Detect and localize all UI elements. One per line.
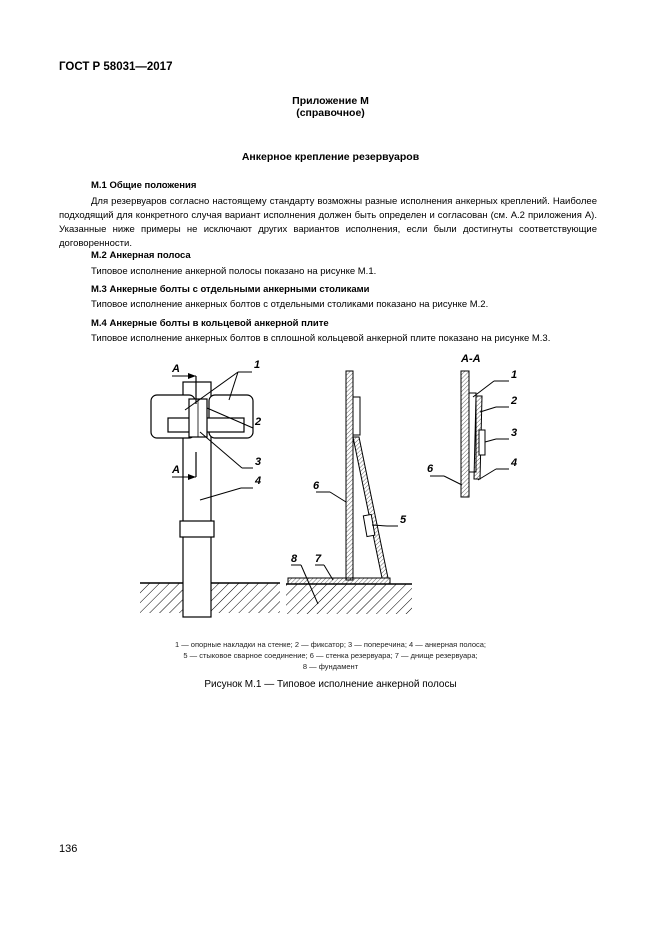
foundation-hatch-middle — [286, 584, 412, 614]
butt-weld-band — [179, 520, 215, 538]
page-title: Анкерное крепление резервуаров — [241, 151, 420, 163]
legend-line: 5 — стыковое сварное соединение; 6 — сте… — [183, 651, 478, 660]
section-letter-top: А — [171, 363, 180, 375]
callout-7-side: 7 — [315, 553, 322, 565]
section-view: А-А 1 2 3 4 6 — [427, 353, 517, 498]
section-heading-m3: М.3 Анкерные болты с отдельными анкерным… — [91, 284, 370, 295]
callout-1-front: 1 — [254, 359, 260, 371]
section-heading-m2: М.2 Анкерная полоса — [91, 250, 191, 261]
standard-header: ГОСТ Р 58031—2017 — [59, 61, 173, 73]
callout-3-front: 3 — [255, 456, 261, 468]
callout-2-section: 2 — [510, 395, 517, 407]
side-view: 6 5 8 7 — [286, 370, 412, 614]
appendix-subtitle: (справочное) — [296, 107, 365, 119]
section-paragraph-m3: Типовое исполнение анкерных болтов с отд… — [91, 299, 489, 310]
section-letter-bottom: А — [171, 464, 180, 476]
callout-1-section: 1 — [511, 369, 517, 381]
callout-4-section: 4 — [510, 457, 517, 469]
section-heading-m4: М.4 Анкерные болты в кольцевой анкерной … — [91, 318, 329, 329]
section-paragraph-m2: Типовое исполнение анкерной полосы показ… — [91, 266, 377, 277]
anchor-strip-side — [352, 436, 389, 579]
callout-4-front: 4 — [254, 475, 261, 487]
callout-5-side: 5 — [400, 514, 407, 526]
appendix-title: Приложение М — [292, 95, 369, 107]
front-view: А А 1 2 3 4 — [140, 359, 280, 618]
tank-wall-section — [460, 370, 470, 498]
callout-8-side: 8 — [291, 553, 298, 565]
figure-caption: Рисунок М.1 — Типовое исполнение анкерно… — [204, 679, 457, 690]
section-paragraph-m4: Типовое исполнение анкерных болтов в спл… — [91, 333, 551, 344]
tank-wall — [345, 370, 354, 581]
callout-6-side: 6 — [313, 480, 320, 492]
crossbar-section — [478, 429, 486, 456]
wall-pad-side — [352, 396, 361, 436]
section-paragraph-m1: Для резервуаров согласно настоящему стан… — [59, 196, 597, 249]
section-heading-m1: М.1 Общие положения — [91, 180, 197, 191]
appendix-heading: Приложение М (справочное) — [0, 95, 661, 119]
callout-3-section: 3 — [511, 427, 517, 439]
figure-legend: 1 — опорные накладки на стенке; 2 — фикс… — [0, 639, 661, 672]
callout-2-front: 2 — [254, 416, 261, 428]
section-label: А-А — [460, 353, 481, 365]
callout-6-section: 6 — [427, 463, 434, 475]
page-number: 136 — [59, 843, 78, 855]
legend-line: 8 — фундамент — [302, 662, 359, 671]
tank-bottom — [287, 577, 391, 585]
legend-line: 1 — опорные накладки на стенке; 2 — фикс… — [174, 640, 487, 649]
